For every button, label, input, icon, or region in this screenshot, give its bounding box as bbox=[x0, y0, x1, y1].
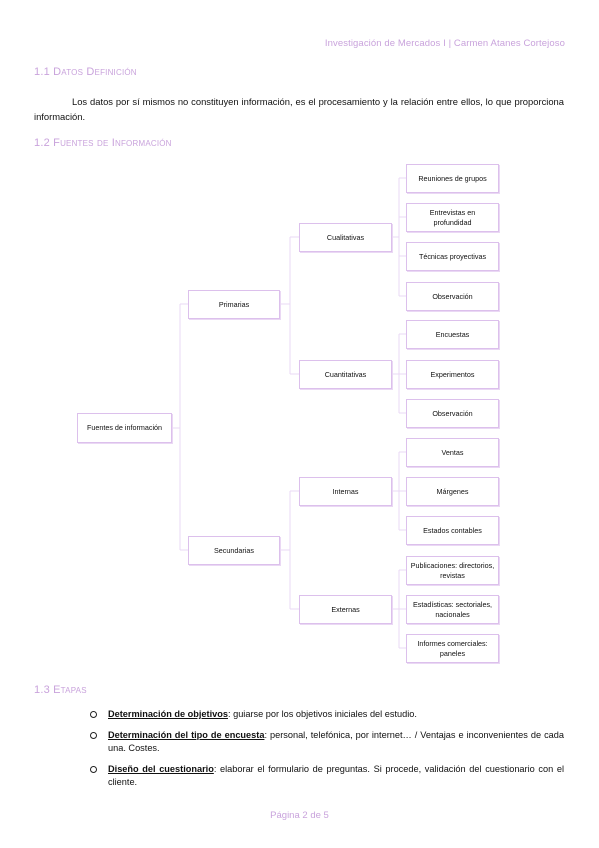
leaf-publicaciones: Publicaciones: directorios, revistas bbox=[406, 556, 499, 585]
leaf-estadisticas: Estadísticas: sectoriales, nacionales bbox=[406, 595, 499, 624]
leaf-margenes: Márgenes bbox=[406, 477, 499, 506]
step-term: Determinación de objetivos bbox=[108, 709, 228, 719]
section-title-fuentes: 1.2 Fuentes de Información bbox=[34, 137, 172, 149]
steps-list: Determinación de objetivos: guiarse por … bbox=[90, 708, 564, 797]
step-text: : personal, telefónica, por internet… / … bbox=[108, 730, 564, 753]
page-footer: Página 2 de 5 bbox=[270, 810, 329, 821]
node-cuantitativas: Cuantitativas bbox=[299, 360, 392, 389]
section-title-etapas: 1.3 Etapas bbox=[34, 684, 87, 696]
leaf-entrevistas: Entrevistas en profundidad bbox=[406, 203, 499, 232]
leaf-observacion-cual: Observación bbox=[406, 282, 499, 311]
leaf-experimentos: Experimentos bbox=[406, 360, 499, 389]
node-externas: Externas bbox=[299, 595, 392, 624]
section-title-datos: 1.1 Datos Definición bbox=[34, 66, 137, 78]
list-item: Determinación del tipo de encuesta: pers… bbox=[90, 729, 564, 755]
node-root: Fuentes de información bbox=[77, 413, 172, 443]
bullet-circle-icon bbox=[90, 766, 97, 773]
leaf-encuestas: Encuestas bbox=[406, 320, 499, 349]
leaf-ventas: Ventas bbox=[406, 438, 499, 467]
node-primarias: Primarias bbox=[188, 290, 280, 319]
step-text: : elaborar el formulario de preguntas. S… bbox=[108, 764, 564, 787]
leaf-reuniones: Reuniones de grupos bbox=[406, 164, 499, 193]
leaf-observacion-cuant: Observación bbox=[406, 399, 499, 428]
node-secundarias: Secundarias bbox=[188, 536, 280, 565]
bullet-circle-icon bbox=[90, 711, 97, 718]
page-header: Investigación de Mercados I | Carmen Ata… bbox=[324, 38, 565, 49]
leaf-informes: Informes comerciales: paneles bbox=[406, 634, 499, 663]
list-item: Diseño del cuestionario: elaborar el for… bbox=[90, 763, 564, 789]
step-term: Diseño del cuestionario bbox=[108, 764, 214, 774]
node-cualitativas: Cualitativas bbox=[299, 223, 392, 252]
leaf-tecnicas: Técnicas proyectivas bbox=[406, 242, 499, 271]
node-internas: Internas bbox=[299, 477, 392, 506]
definition-paragraph: Los datos por sí mismos no constituyen i… bbox=[34, 96, 564, 122]
list-item: Determinación de objetivos: guiarse por … bbox=[90, 708, 564, 721]
leaf-estados-contables: Estados contables bbox=[406, 516, 499, 545]
step-text: : guiarse por los objetivos iniciales de… bbox=[227, 709, 417, 719]
step-term: Determinación del tipo de encuesta bbox=[108, 730, 265, 740]
bullet-circle-icon bbox=[90, 732, 97, 739]
